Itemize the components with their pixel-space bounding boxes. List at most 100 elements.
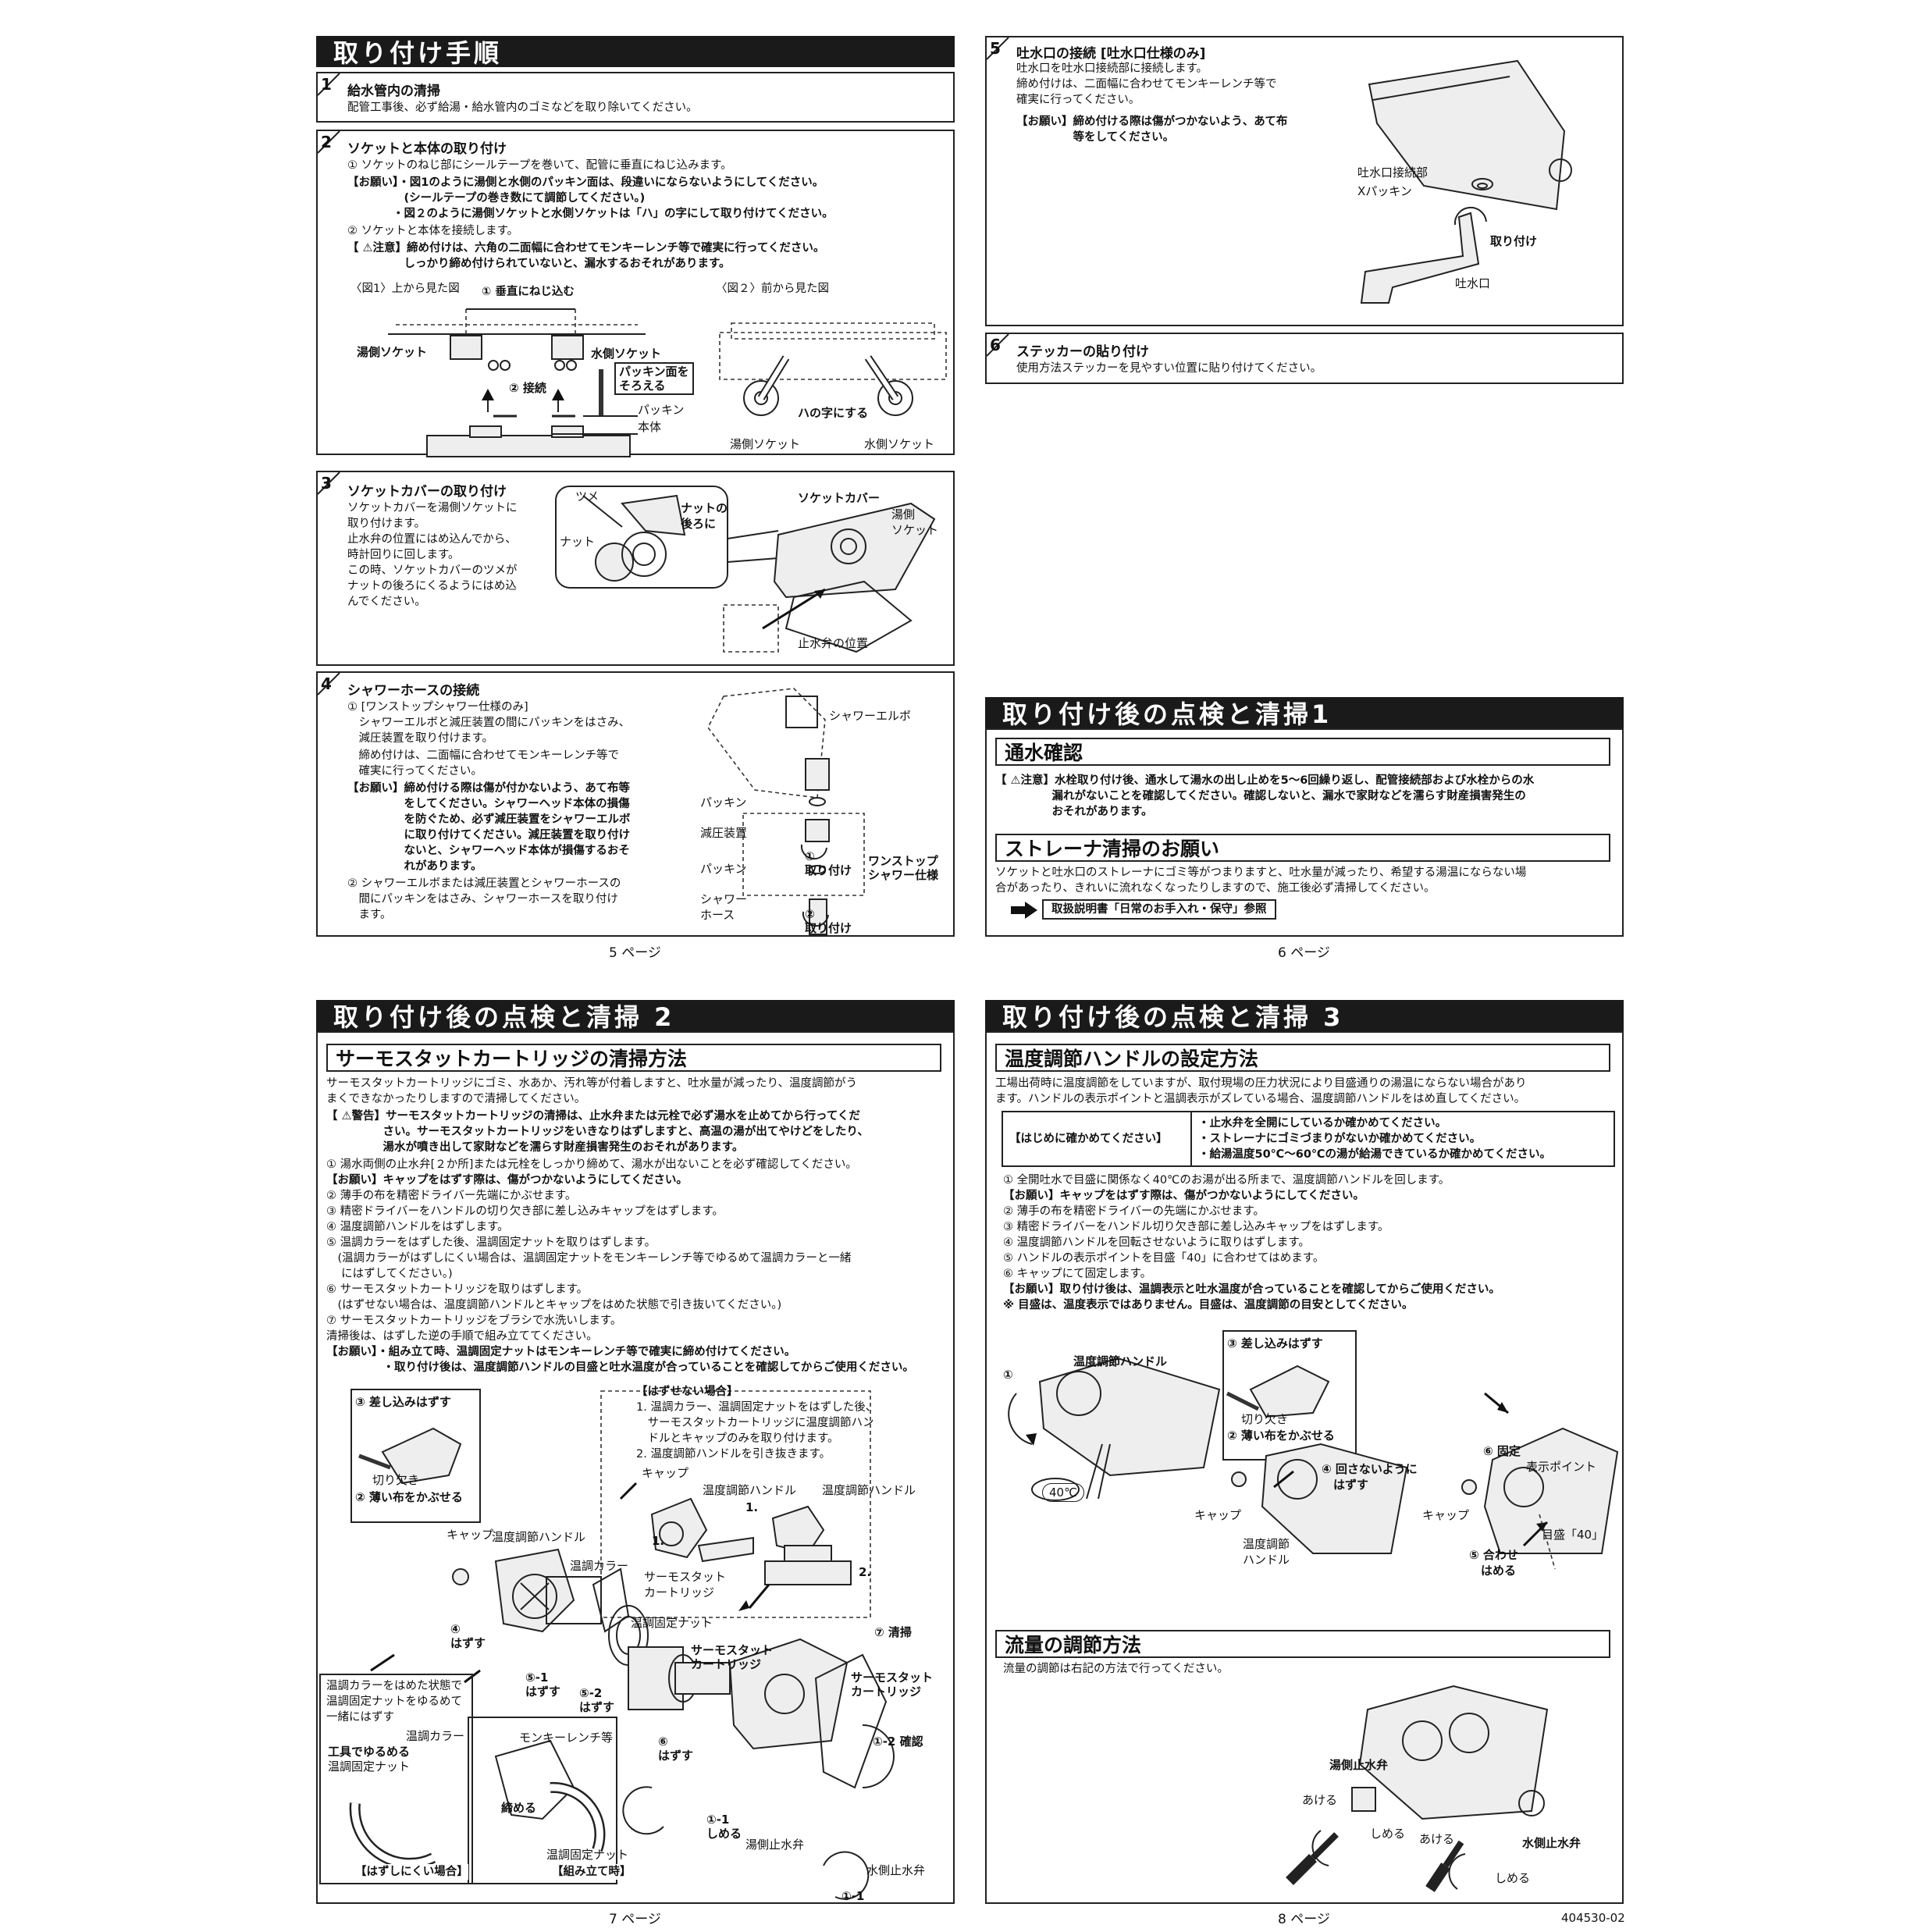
- corner-slash: [317, 471, 340, 495]
- spout-drawing: [1360, 59, 1572, 304]
- tighten-label: 締める: [501, 1801, 537, 1815]
- insert-label: ③ 差し込みはずす: [355, 1395, 451, 1409]
- asm-nut-label: 温調固定ナット: [546, 1848, 629, 1862]
- socket-cover-drawing: [555, 486, 936, 653]
- document-code: 404530-02: [1561, 1911, 1625, 1925]
- section-number: 6: [990, 336, 1001, 354]
- strainer-title: ストレーナ清掃のお願い: [995, 834, 1610, 862]
- remove6-label: ⑥ はずす: [658, 1735, 694, 1763]
- p8-noturn-label: ④ 回さないように はずす: [1322, 1462, 1418, 1492]
- close-label: ①-1 しめる: [706, 1813, 742, 1841]
- hot-valve-label: 湯側止水弁: [745, 1838, 805, 1852]
- p7-header: 取り付け後の点検と清掃 2: [316, 1000, 955, 1032]
- p5-section-2: 2 ソケットと本体の取り付け ① ソケットのねじ部にシールテープを巻いて、配管に…: [316, 130, 955, 457]
- line: 【お願い】・組み立て時、温調固定ナットはモンキーレンチ等で確実に締め付けてくださ…: [326, 1346, 796, 1358]
- assembly-label: 【組み立て時】: [552, 1864, 632, 1880]
- p8-notch-label: 切り欠き: [1241, 1412, 1289, 1426]
- corner-slash: [317, 73, 340, 96]
- p5-section-1: 1 給水管内の清掃 配管工事後、必ず給湯・給水管内のゴミなどを取り除いてください…: [316, 72, 955, 123]
- line: 確実に行ってください。: [347, 765, 482, 777]
- check-item: ・給湯温度50℃～60℃の湯が給湯できているか確かめてください。: [1198, 1148, 1552, 1161]
- cartridge2-label: サーモスタット カートリッジ: [851, 1670, 934, 1699]
- p8-subtitle: 温度調節ハンドルの設定方法: [995, 1044, 1610, 1072]
- line: ② 薄手の布を精密ドライバーの先端にかぶせます。: [1003, 1205, 1265, 1218]
- check-divider: [1190, 1112, 1192, 1165]
- p5-section-3: 3 ソケットカバーの取り付け ソケットカバーを湯側ソケットに 取り付けます。 止…: [316, 471, 955, 666]
- shower-hose-drawing: [707, 688, 865, 935]
- arrow-icon: [1011, 902, 1037, 919]
- section-body: 配管工事後、必ず給湯・給水管内のゴミなどを取り除いてください。: [347, 101, 698, 114]
- line: 【お願い】締め付ける際は傷が付かないよう、あて布等: [347, 782, 630, 795]
- page-number-8: 8 ページ: [1278, 1912, 1330, 1927]
- line: シャワーエルボと減圧装置の間にパッキンをはさみ、: [347, 717, 631, 729]
- spout-label: 吐水口: [1455, 276, 1491, 290]
- flow-close-label: しめる: [1370, 1827, 1406, 1841]
- step-one2-label: 1.: [652, 1534, 665, 1548]
- flow-body: 流量の調節は右記の方法で行ってください。: [1003, 1663, 1229, 1675]
- cant-cartridge-label: サーモスタット カートリッジ: [644, 1570, 727, 1599]
- nut-label: ナット: [560, 535, 596, 549]
- flow-open2-label: あける: [1419, 1832, 1455, 1846]
- section-title: ステッカーの貼り付け: [1016, 344, 1149, 360]
- line: 【お願い】キャップをはずす際は、傷がつかないようにしてください。: [1003, 1190, 1364, 1202]
- strainer-body: ソケットと吐水口のストレーナにゴミ等がつまりますと、吐水量が減ったり、希望する湯…: [995, 866, 1527, 895]
- line: 【お願い】キャップをはずす際は、傷がつかないようにしてください。: [326, 1174, 688, 1187]
- cover-label: ソケットカバー: [798, 491, 881, 505]
- packing-label-1: パッキン: [700, 795, 747, 809]
- check-label: 【はじめに確かめてください】: [1009, 1133, 1168, 1145]
- hose-label: シャワー ホース: [700, 892, 748, 922]
- cold-valve-label: 水側止水弁: [866, 1863, 926, 1877]
- manual-reference: 取扱説明書「日常のお手入れ・保守」参照: [1042, 899, 1276, 920]
- line: ① [ワンストップシャワー仕様のみ]: [347, 701, 528, 713]
- corner-slash: [317, 672, 340, 696]
- fig1-caption: 〈図1〉上から見た図: [350, 283, 460, 295]
- p8-intro: 工場出荷時に温度調節をしていますが、取付現場の圧力状況により目盛通りの湯温になら…: [995, 1077, 1527, 1105]
- line: ④ 温度調節ハンドルをはずします。: [326, 1221, 509, 1233]
- p8-temp-label: 40℃: [1042, 1483, 1084, 1502]
- line: ・図２のように湯側ソケットと水側ソケットは「ハ」の字にして取り付けてください。: [347, 208, 834, 220]
- line: ③ 精密ドライバーをハンドル切り欠き部に差し込みキャップをはずします。: [1003, 1221, 1389, 1233]
- page-number-5: 5 ページ: [609, 945, 661, 961]
- corner-slash: [986, 37, 1009, 60]
- section-number: 2: [321, 133, 332, 151]
- corner-slash: [986, 333, 1009, 357]
- check-table: 【はじめに確かめてください】 ・止水弁を全開にしているか確かめてください。 ・ス…: [1002, 1111, 1615, 1167]
- p7-panel: [316, 1031, 955, 1904]
- section-number: 3: [321, 474, 332, 493]
- check-item: ・ストレーナにゴミづまりがないか確かめてください。: [1198, 1133, 1482, 1145]
- p8-header: 取り付け後の点検と清掃 3: [985, 1000, 1624, 1032]
- line: ④ 温度調節ハンドルを回転させないように取りはずします。: [1003, 1236, 1310, 1249]
- line: 【お願い】・図1のように湯側と水側のパッキン面は、段違いにならないようにしてくだ…: [347, 176, 824, 189]
- cloth-label: ② 薄い布をかぶせる: [355, 1490, 463, 1504]
- p5-section-4: 4 シャワーホースの接続 ① [ワンストップシャワー仕様のみ] シャワーエルボと…: [316, 671, 955, 937]
- line: をしてください。シャワーヘッド本体の損傷: [347, 798, 630, 810]
- hard-text: 温調カラーをはめた状態で 温調固定ナットをゆるめて 一緒にはずす: [326, 1680, 462, 1724]
- line: ⑤ ハンドルの表示ポイントを目盛「40」に合わせてはめます。: [1003, 1252, 1325, 1265]
- hot-socket-label: 湯側 ソケット: [891, 507, 939, 537]
- body-label: 本体: [638, 420, 662, 434]
- line: にはずしてください。): [326, 1268, 453, 1280]
- hot-socket-label-2: 湯側ソケット: [730, 437, 801, 451]
- section-note: 【お願い】締め付ける際は傷がつかないよう、あて布 等をしてください。: [1016, 116, 1288, 144]
- line: れがあります。: [347, 860, 482, 873]
- section-body: 使用方法ステッカーを見やすい位置に貼り付けてください。: [1016, 362, 1322, 375]
- connect-label: ② 接続: [509, 381, 546, 395]
- line: ① ソケットのねじ部にシールテープを巻いて、配管に垂直にねじ込みます。: [347, 159, 732, 172]
- line: ⑥ キャップにて固定します。: [1003, 1268, 1152, 1280]
- attach-label: 取り付け: [1490, 234, 1538, 248]
- p6-section-5: 5 吐水口の接続 [吐水口仕様のみ] 吐水口を吐水口接続部に接続します。 締め付…: [985, 36, 1624, 326]
- tool-label: 工具でゆるめる: [328, 1745, 411, 1759]
- line: 締め付けは、二面幅に合わせてモンキーレンチ等で: [347, 749, 619, 762]
- line: まくできなかったりしますので清掃してください。: [326, 1093, 586, 1105]
- cold-socket-label: 水側ソケット: [591, 347, 662, 361]
- valve-position-label: 止水弁の位置: [798, 636, 869, 650]
- ha-label: ハの字にする: [798, 406, 869, 420]
- xpacking-label: Xパッキン: [1357, 184, 1412, 198]
- section-number: 1: [321, 75, 332, 94]
- p8-cloth-label: ② 薄い布をかぶせる: [1227, 1429, 1335, 1443]
- p7-disassembly-drawing: [319, 1389, 895, 1900]
- page-number-7: 7 ページ: [609, 1912, 661, 1927]
- step2-label: ② 取り付け: [805, 907, 852, 935]
- line: ※ 目盛は、温度表示ではありません。目盛は、温度調節の目安としてください。: [1003, 1299, 1414, 1311]
- cant-title: 【はずせない場合】: [636, 1386, 738, 1398]
